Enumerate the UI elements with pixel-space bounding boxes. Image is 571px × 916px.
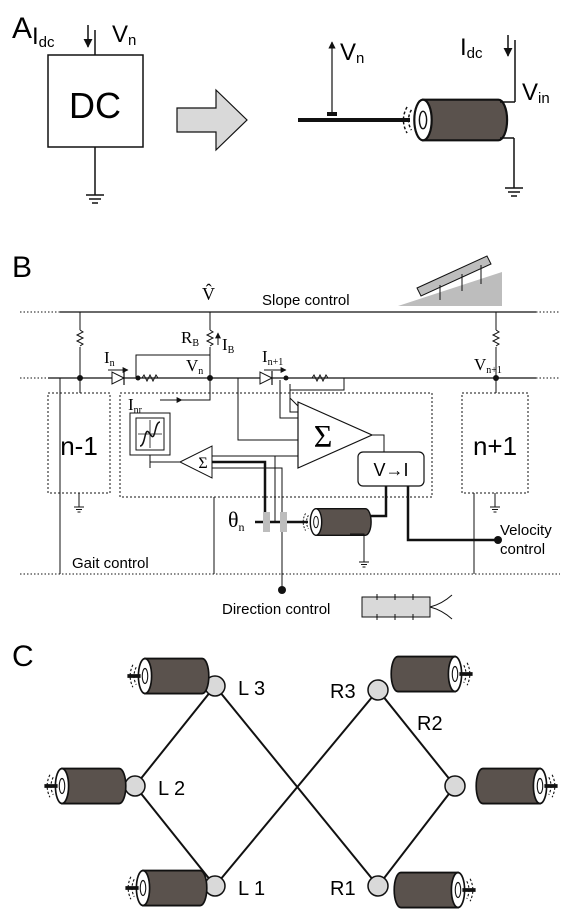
encoder-disc-2	[280, 512, 287, 532]
slope-control-label: Slope control	[262, 292, 350, 309]
ground-symbol	[85, 194, 105, 204]
idc-label: Idc	[32, 23, 55, 51]
velocity-control-label-1: Velocity	[500, 522, 552, 539]
vhat-label: V̂	[202, 284, 215, 304]
velocity-control-label-2: control	[500, 541, 545, 558]
motor-idc-label: Idc	[460, 34, 483, 62]
link-r2-r1	[377, 785, 456, 887]
panel-c: C L 3 L 2 L 1 R3 R2 R1	[12, 640, 558, 909]
node-r3[interactable]	[367, 679, 389, 701]
big-sum-input-a	[289, 384, 298, 413]
label-l3: L 3	[238, 678, 265, 700]
vn-label: Vn	[112, 21, 136, 49]
node-r1[interactable]	[367, 875, 389, 897]
robot-body-icon	[361, 596, 431, 618]
panel-b: B V̂ Slope control In	[12, 251, 560, 620]
link-l2-l1	[134, 785, 216, 887]
slope-walker-body	[416, 255, 492, 297]
label-r3: R3	[330, 681, 356, 703]
left-resistor	[76, 329, 84, 347]
small-sum-input-2	[212, 460, 267, 522]
diode-n-junction	[135, 375, 141, 381]
in-label: In	[104, 348, 115, 369]
motor-r2	[475, 767, 558, 805]
nonlinear-inner-box	[135, 417, 165, 451]
motor-l3	[127, 657, 210, 695]
big-sum-input-vn	[237, 378, 298, 441]
neuron-box	[119, 392, 433, 498]
label-l1: L 1	[238, 878, 265, 900]
direction-control-label: Direction control	[222, 601, 330, 618]
cpg-connections	[134, 685, 456, 887]
big-sum-input-c	[289, 378, 345, 407]
small-sigma: Σ	[198, 455, 207, 472]
motor-ground-symbol	[504, 187, 524, 197]
neighbor-right-label: n+1	[473, 431, 517, 461]
label-r1: R1	[330, 878, 356, 900]
velocity-control-node[interactable]	[494, 536, 502, 544]
node-r2[interactable]	[444, 775, 466, 797]
v-to-i-box	[357, 451, 425, 487]
dc-source-box	[47, 54, 144, 148]
slope-ramp	[398, 272, 502, 306]
diode-n1	[259, 371, 274, 385]
neighbor-left-label: n-1	[60, 431, 98, 461]
transform-arrow	[176, 88, 248, 152]
encoder-disc-1	[263, 512, 270, 532]
nonlinear-curve	[139, 421, 161, 447]
robot-antenna	[429, 594, 453, 620]
small-sum-input-3	[212, 467, 283, 522]
rb-feedback-wire	[135, 354, 210, 378]
big-sigma: Σ	[314, 418, 333, 454]
neighbor-left-ground	[73, 506, 85, 513]
neighbor-right-ground	[489, 506, 501, 513]
link-l3-l2	[134, 685, 216, 787]
v-to-i-label: V→I	[373, 460, 408, 480]
rb-resistor	[206, 329, 214, 347]
link-r3-l1	[214, 689, 379, 887]
motor-r1	[393, 871, 476, 909]
panel-c-letter: C	[12, 640, 34, 673]
big-sum-output	[372, 434, 385, 452]
neighbor-box-right	[461, 392, 529, 494]
vn-node-label: Vn	[186, 356, 203, 377]
big-sum-input-b	[279, 380, 298, 419]
segment-motor-ground-wire	[350, 533, 365, 562]
diode-n	[111, 371, 126, 385]
motor-l2	[44, 767, 127, 805]
inr-label: Inr	[128, 395, 143, 416]
v-to-i-velocity-wire	[406, 486, 498, 542]
rb-label: RB	[181, 328, 199, 349]
node-l1[interactable]	[204, 875, 226, 897]
dc-label: DC	[69, 85, 121, 126]
motor-vn-label: Vn	[340, 39, 364, 67]
node-l2[interactable]	[124, 775, 146, 797]
motor-r3	[390, 655, 473, 693]
theta-label: θn	[228, 507, 245, 534]
segment-motor	[302, 507, 372, 537]
in1-label: In+1	[262, 347, 283, 368]
segment-motor-ground	[358, 561, 370, 568]
diode-n1-junction	[283, 375, 289, 381]
motor-icon	[402, 98, 509, 142]
panel-a: A DC Idc Vn Vn Idc Vin	[12, 12, 550, 204]
ib-label: IB	[222, 335, 235, 356]
panel-a-letter: A	[12, 12, 32, 45]
label-r2: R2	[417, 713, 443, 735]
direction-control-node[interactable]	[278, 586, 286, 594]
big-sum-triangle	[297, 401, 374, 469]
motor-vin-label: Vin	[522, 79, 550, 107]
gait-control-label: Gait control	[72, 555, 149, 572]
vn1-node-label: Vn+1	[474, 355, 502, 376]
motor-l1	[125, 869, 208, 907]
panel-b-letter: B	[12, 251, 32, 284]
inr-wire	[182, 378, 211, 401]
right-resistor	[492, 329, 500, 347]
label-l2: L 2	[158, 778, 185, 800]
shaft-tab	[327, 112, 337, 116]
link-l3-r1	[214, 685, 379, 887]
link-r3-r2	[377, 689, 456, 787]
